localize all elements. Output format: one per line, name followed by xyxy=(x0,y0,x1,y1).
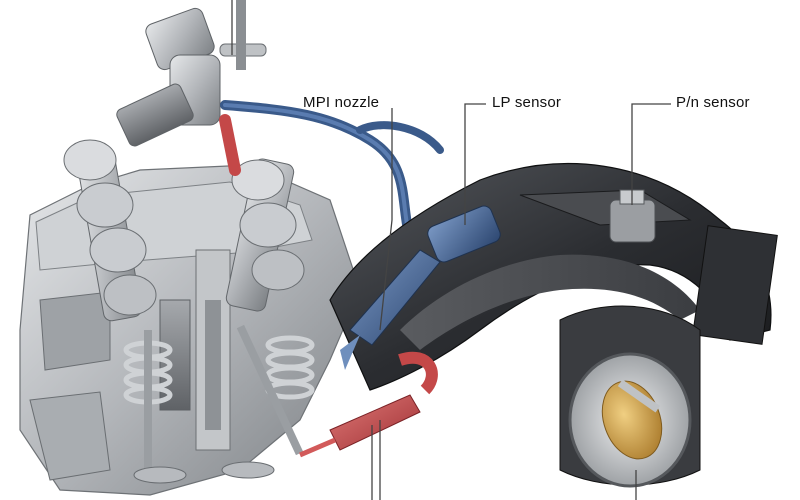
valve-stems xyxy=(133,324,304,484)
throttle-body xyxy=(568,352,692,488)
mpi-nozzle-label: MPI nozzle xyxy=(303,94,380,111)
intake-manifold xyxy=(329,163,778,486)
pn-sensor-leader-line xyxy=(631,103,671,205)
camshaft-right xyxy=(225,158,305,312)
lp-sensor-leader-line xyxy=(464,103,486,225)
callout-lines xyxy=(231,0,671,500)
mpi-injector xyxy=(340,205,501,370)
lp-sensor-label: LP sensor xyxy=(492,94,562,111)
mpi-nozzle-leader-line xyxy=(379,108,393,331)
fuel-lines xyxy=(219,100,444,245)
camshaft-left xyxy=(63,139,157,322)
direct-injector xyxy=(299,351,438,458)
pn-sensor-label: P/n sensor xyxy=(676,94,750,111)
cylinder-head xyxy=(19,164,361,496)
high-pressure-fuel-pump xyxy=(116,0,267,147)
